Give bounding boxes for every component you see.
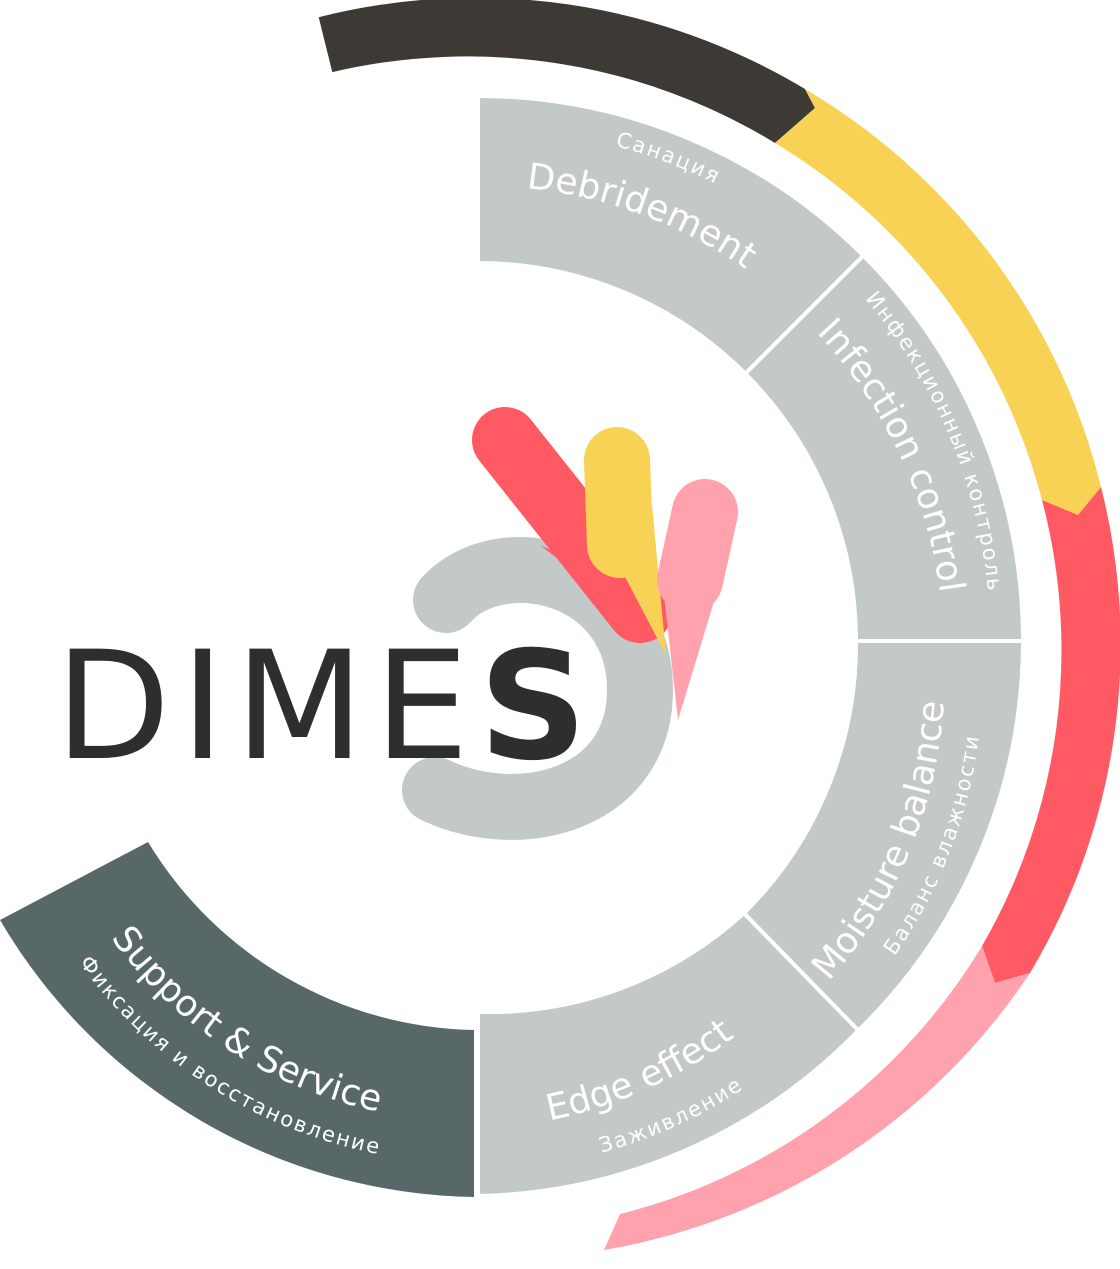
outer-arc-pink (604, 946, 1030, 1250)
petal-pink-tail (660, 560, 722, 720)
segment-edge-effect (476, 910, 862, 1199)
petal-yellow-tail (590, 505, 666, 655)
outer-arc-red (982, 487, 1120, 983)
logo-swirl (402, 537, 674, 840)
petal-red-tail (540, 545, 650, 630)
outer-arc-dark (318, 0, 815, 143)
outer-arc-yellow (775, 89, 1101, 515)
brand-bold: S (479, 620, 597, 794)
petal-red (472, 407, 673, 643)
brand-wordmark: DIMES (55, 620, 597, 794)
brand-light: DIME (55, 620, 479, 794)
segment-support-service (0, 842, 474, 1197)
